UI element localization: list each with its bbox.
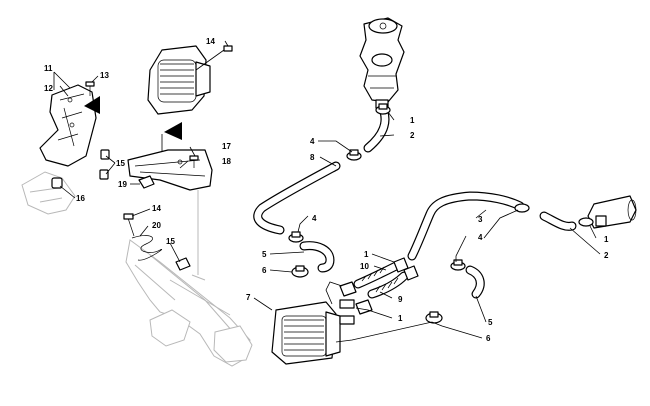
- callout-1-right: 1: [604, 235, 609, 244]
- callout-9: 9: [398, 295, 403, 304]
- arrow-flag-left: [84, 96, 100, 114]
- hose-2-right: [539, 211, 577, 231]
- callout-5-left: 5: [262, 250, 267, 259]
- hose-clamp-6-right: [425, 311, 443, 324]
- callout-15-upper: 15: [116, 159, 125, 168]
- arrow-flag-middle: [164, 122, 182, 140]
- callout-11: 11: [44, 64, 53, 73]
- clip-16: [51, 177, 63, 189]
- callout-4-left: 4: [312, 214, 317, 223]
- callout-2-right: 2: [604, 251, 609, 260]
- callout-2-top: 2: [410, 131, 415, 140]
- hose-clamp-4-right: [450, 259, 466, 271]
- screw-14-top: [195, 45, 233, 71]
- screw-13: [85, 81, 95, 96]
- callout-1-top: 1: [410, 116, 415, 125]
- hose-clamp-4-top: [346, 149, 362, 161]
- callout-6-left: 6: [262, 266, 267, 275]
- callout-7: 7: [246, 293, 251, 302]
- callout-labels: 14 11 13 12 15 16 17 18 19 14 20 15 1 2 …: [44, 37, 609, 343]
- hose-8: [253, 161, 341, 235]
- callout-17: 17: [222, 142, 231, 151]
- callout-4-top: 4: [310, 137, 315, 146]
- thermostat-housing: [359, 17, 405, 109]
- callout-3: 3: [478, 215, 483, 224]
- leader-lines: [53, 40, 601, 343]
- hose-clamp-6-left: [291, 265, 309, 278]
- hose-3: [407, 191, 525, 261]
- clip-15-upper: [99, 149, 110, 180]
- mounting-bracket: [39, 84, 97, 167]
- screw-17: [189, 155, 199, 168]
- callout-6-right: 6: [486, 334, 491, 343]
- callout-14-top: 14: [206, 37, 215, 46]
- oil-cooler-lower: [271, 299, 355, 365]
- callout-10: 10: [360, 262, 369, 271]
- callout-4-right: 4: [478, 233, 483, 242]
- heat-exchanger-upper: [147, 45, 211, 115]
- callout-1-middle: 1: [364, 250, 369, 259]
- hose-2-upper: [363, 107, 390, 153]
- hose-clamp-right: [514, 203, 594, 227]
- callout-20: 20: [152, 221, 161, 230]
- hose-clamp-1-top: [375, 103, 391, 115]
- callout-13: 13: [100, 71, 109, 80]
- hose-10: [353, 261, 401, 289]
- callout-1-lower: 1: [398, 314, 403, 323]
- hose-5-right: [465, 265, 485, 299]
- hose-9: [367, 271, 409, 299]
- spring-20: [123, 213, 163, 261]
- callout-15-lower: 15: [166, 237, 175, 246]
- clip-19: [138, 175, 155, 189]
- hose-clamp-4-left: [288, 231, 304, 243]
- callout-18: 18: [222, 157, 231, 166]
- callout-14-lower: 14: [152, 204, 161, 213]
- callout-8: 8: [310, 153, 315, 162]
- frame-outline-ghost: [21, 171, 253, 367]
- callout-19: 19: [118, 180, 127, 189]
- callout-5-right: 5: [488, 318, 493, 327]
- callout-12: 12: [44, 84, 53, 93]
- hose-fittings-1: [339, 257, 419, 315]
- bracket-plate-18: [127, 149, 213, 191]
- t-fitting-right: [587, 195, 637, 229]
- hose-5-left: [299, 241, 335, 273]
- clip-15-lower: [175, 257, 191, 271]
- callout-16: 16: [76, 194, 85, 203]
